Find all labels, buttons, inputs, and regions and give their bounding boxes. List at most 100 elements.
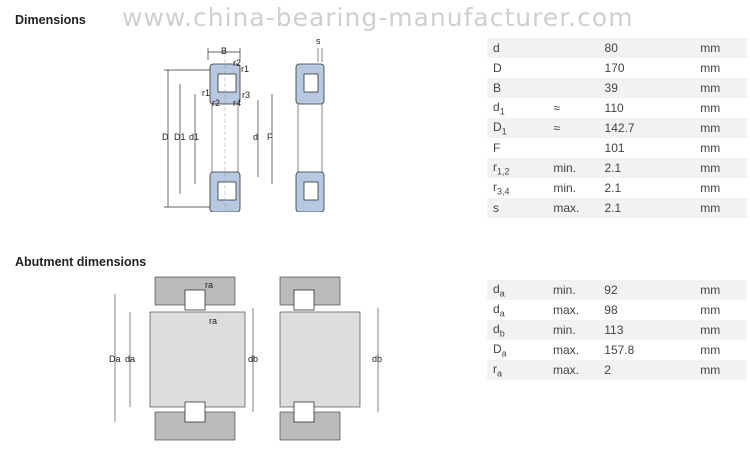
symbol-subscript: 3,4	[497, 186, 510, 197]
label-r3: r3	[242, 90, 250, 100]
bearing-side-view-drawing: s	[295, 36, 325, 212]
label-d: d	[253, 132, 258, 142]
label-r1b: r1	[202, 88, 210, 98]
qualifier-cell: max.	[552, 303, 579, 317]
unit-cell: mm	[694, 360, 747, 380]
symbol-text: r	[493, 159, 497, 174]
symbol-cell: da	[487, 280, 547, 300]
symbol-text: D	[493, 61, 502, 75]
value-cell: 2.1	[598, 198, 695, 218]
value-cell: 92	[598, 280, 695, 300]
qualifier-cell: max.	[552, 343, 579, 357]
symbol-text: d	[493, 321, 500, 336]
qualifier-cell: min.	[546, 320, 599, 340]
unit-cell: mm	[694, 38, 747, 58]
qualifier-cell: ≈	[547, 118, 599, 138]
watermark-text: www.china-bearing-manufacturer.com	[122, 3, 634, 32]
abutment-drawing-right: db	[279, 276, 382, 441]
symbol-text: B	[493, 81, 502, 95]
label-D: D	[162, 132, 169, 142]
label-D1: D1	[174, 132, 186, 142]
abutment-drawing-left: Da da db ra ra	[109, 276, 258, 441]
qualifier-cell: max.	[547, 198, 599, 218]
unit-cell: mm	[694, 78, 747, 98]
unit-cell: mm	[694, 280, 747, 300]
qualifier-cell	[547, 58, 598, 78]
label-ra2: ra	[209, 316, 217, 326]
label-db: db	[248, 354, 258, 364]
unit-cell: mm	[694, 320, 747, 340]
symbol-text: r	[493, 179, 497, 194]
label-B: B	[221, 46, 227, 56]
unit-cell: mm	[700, 343, 721, 357]
qualifier-cell: max.	[546, 360, 599, 380]
qualifier-cell	[547, 78, 599, 98]
label-db2: db	[372, 354, 382, 364]
symbol-cell: D	[487, 58, 547, 78]
value-cell: 113	[598, 320, 695, 340]
symbol-subscript: 1	[499, 106, 505, 117]
symbol-cell: r3,4	[487, 178, 547, 198]
qualifier-cell: min.	[546, 280, 599, 300]
qualifier-cell: min.	[553, 181, 576, 195]
value-cell: 110	[604, 101, 624, 115]
value-cell: 98	[604, 303, 618, 317]
symbol-cell: da	[487, 300, 547, 320]
symbol-subscript: 1	[501, 126, 507, 137]
qualifier-cell	[547, 38, 599, 58]
value-cell: 2.1	[604, 181, 622, 195]
unit-cell: mm	[694, 198, 747, 218]
unit-cell: mm	[700, 181, 721, 195]
label-s: s	[316, 36, 321, 46]
symbol-cell: F	[487, 138, 547, 158]
label-r4: r4	[233, 98, 241, 108]
symbol-cell: d1	[487, 98, 547, 118]
abutment-title: Abutment dimensions	[15, 255, 147, 269]
symbol-text: r	[493, 361, 497, 376]
symbol-text: s	[493, 201, 499, 215]
label-d1: d1	[189, 132, 199, 142]
symbol-cell: r1,2	[487, 158, 548, 178]
value-cell: 142.7	[598, 118, 695, 138]
label-r2b: r2	[212, 98, 220, 108]
value-cell: 2.1	[598, 158, 695, 178]
symbol-text: d	[493, 281, 500, 296]
value-cell: 80	[598, 38, 695, 58]
symbol-text: d	[493, 99, 500, 114]
symbol-text: F	[493, 141, 501, 155]
symbol-subscript: a	[497, 368, 503, 379]
table-row: r3,4 min. 2.1 mm	[487, 178, 747, 198]
table-row: F 101 mm	[487, 138, 747, 158]
symbol-subscript: a	[499, 308, 505, 319]
qualifier-cell: ≈	[553, 101, 560, 115]
symbol-cell: ra	[487, 360, 547, 380]
symbol-cell: Da	[487, 340, 547, 360]
symbol-cell: db	[487, 320, 547, 340]
label-da: da	[125, 354, 135, 364]
bearing-cross-section-drawing: B r2 r1 r1 r2 r3 r4 D D1 d1 d F	[162, 46, 273, 212]
symbol-cell: s	[487, 198, 548, 218]
symbol-text: D	[493, 119, 502, 134]
label-F: F	[267, 132, 273, 142]
qualifier-cell: min.	[547, 158, 599, 178]
value-cell: 39	[598, 78, 695, 98]
symbol-text: D	[493, 341, 502, 356]
dimensions-title: Dimensions	[15, 13, 86, 27]
value-cell: 101	[604, 141, 625, 155]
symbol-cell: D1	[487, 118, 548, 138]
label-r1: r1	[241, 64, 249, 74]
symbol-text: d	[493, 41, 500, 55]
unit-cell: mm	[700, 141, 721, 155]
